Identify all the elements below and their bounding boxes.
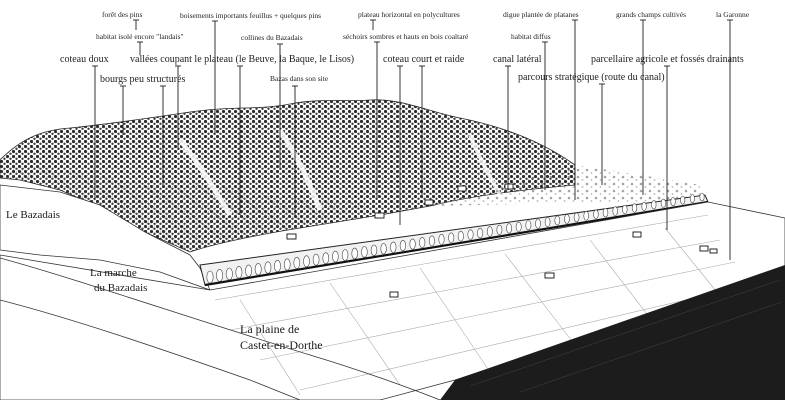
plane-tree <box>583 211 589 221</box>
plane-tree <box>467 229 474 240</box>
region-marche-line1: La marche <box>90 267 137 279</box>
plane-tree <box>428 235 435 247</box>
plane-tree <box>535 218 541 229</box>
plane-tree <box>564 214 570 224</box>
plane-tree <box>544 217 551 227</box>
plane-tree <box>651 200 657 210</box>
label-collines: collines du Bazadais <box>241 33 303 42</box>
plane-tree <box>283 258 291 271</box>
plane-tree <box>496 224 503 235</box>
region-bazadais: Le Bazadais <box>6 209 61 221</box>
plane-tree <box>293 256 301 269</box>
field-line <box>329 282 401 386</box>
plane-tree <box>370 244 378 256</box>
label-coteau-doux: coteau doux <box>60 54 109 65</box>
field-grid <box>214 214 751 396</box>
field-line <box>239 299 301 396</box>
plane-tree <box>206 270 214 284</box>
plane-tree <box>602 208 609 218</box>
plane-tree <box>245 264 252 277</box>
label-plateau: plateau horizontal en polycultures <box>358 10 460 19</box>
plane-tree <box>409 238 416 250</box>
label-parcours: parcours stratégique (route du canal) <box>518 72 665 83</box>
label-vallees: vallées coupant le plateau (le Beuve, la… <box>130 54 355 65</box>
plane-tree <box>274 259 281 272</box>
plane-tree <box>332 250 339 263</box>
plane-tree <box>670 197 676 207</box>
field-line <box>589 239 651 319</box>
plane-tree <box>689 194 695 203</box>
road <box>0 257 441 400</box>
plane-tree <box>699 192 705 202</box>
plane-tree <box>477 227 484 239</box>
annotation-leaders <box>92 19 733 260</box>
field-line <box>229 239 721 331</box>
plane-tree <box>612 206 618 216</box>
plane-tree <box>235 266 243 279</box>
plane-tree <box>680 195 686 205</box>
label-bazas: Bazas dans son site <box>270 74 329 83</box>
region-marche-line2: du Bazadais <box>94 281 148 294</box>
plane-tree <box>448 232 455 244</box>
label-coteau-court: coteau court et raide <box>383 54 465 65</box>
field-line <box>664 227 721 297</box>
plane-tree <box>225 267 233 281</box>
field-line <box>259 261 736 361</box>
plane-tree <box>312 253 320 266</box>
label-boisements: boisements importants feuillus + quelque… <box>180 11 322 20</box>
plane-tree <box>660 198 667 208</box>
plane-tree <box>525 220 532 231</box>
houses <box>286 183 718 298</box>
plane-tree <box>419 237 426 248</box>
label-habitat-diffus: habitat diffus <box>511 32 551 41</box>
plane-tree <box>322 252 330 265</box>
plane-tree <box>593 209 599 220</box>
upper-fields <box>430 165 700 206</box>
label-habitat-landais: habitat isolé encore "landais" <box>96 32 184 41</box>
plane-tree <box>390 241 397 253</box>
plane-tree <box>573 212 580 223</box>
plane-tree <box>438 233 445 245</box>
wooded-hills-shade <box>0 166 370 252</box>
plane-tree <box>486 226 493 237</box>
region-plaine-line2: Castet-en-Dorthe <box>240 338 323 353</box>
region-plaine-line1: La plaine de <box>240 322 300 336</box>
label-digue: digue plantée de platanes <box>503 10 579 19</box>
label-foret: forêt des pins <box>102 10 143 19</box>
plain <box>0 201 785 400</box>
plane-tree-row <box>206 192 705 284</box>
plane-tree <box>554 215 561 226</box>
label-garonne: la Garonne <box>716 10 750 19</box>
plane-tree <box>515 221 522 232</box>
region-plaine: La plaine de Castet-en-Dorthe <box>240 321 323 353</box>
label-champs: grands champs cultivés <box>616 10 686 19</box>
plane-tree <box>341 249 349 261</box>
plane-tree <box>506 223 512 234</box>
plane-tree <box>361 246 368 258</box>
plane-tree <box>351 247 358 260</box>
plane-tree <box>303 255 310 268</box>
garonne-river <box>440 265 785 400</box>
field-line <box>299 284 751 391</box>
plane-tree <box>380 243 387 255</box>
plane-tree <box>399 240 407 252</box>
plane-tree <box>641 201 647 211</box>
field-line <box>504 253 576 346</box>
plane-tree <box>457 230 464 242</box>
label-bourgs: bourgs peu structurés <box>100 74 186 85</box>
field-line <box>214 214 709 301</box>
plane-tree <box>216 269 224 282</box>
label-sechoirs: séchoirs sombres et hauts en bois coalta… <box>343 32 469 41</box>
label-canal: canal latéral <box>493 54 542 65</box>
label-parcellaire: parcellaire agricole et fossés drainants <box>591 54 744 65</box>
plane-tree <box>631 203 638 213</box>
plane-tree <box>264 261 272 274</box>
plane-tree <box>622 204 628 215</box>
region-marche: La marche du Bazadais <box>90 266 147 296</box>
plane-tree <box>254 263 262 276</box>
